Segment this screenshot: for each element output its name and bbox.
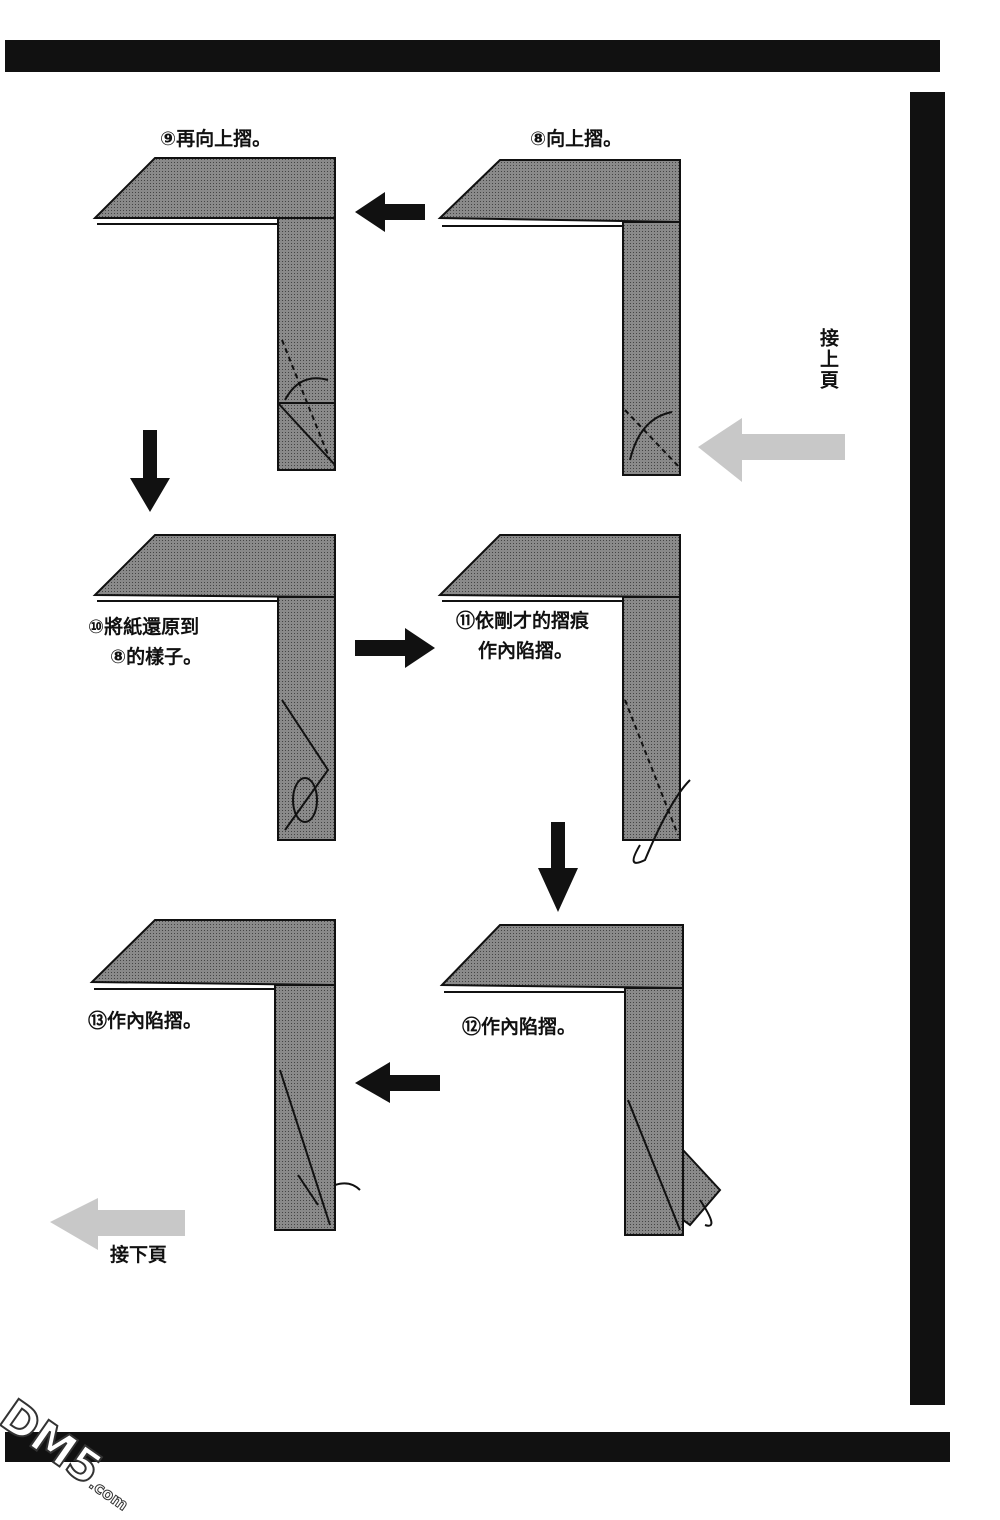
right-border-bar xyxy=(910,92,945,1405)
step-11-label: ⑪依剛才的摺痕作內陷摺。 xyxy=(456,610,590,662)
arrow-left-icon xyxy=(355,192,425,232)
arrow-down-icon xyxy=(130,430,170,512)
step-8-label: ⑧向上摺。 xyxy=(530,128,623,150)
step-9-figure xyxy=(92,157,336,471)
step-12-label: ⑫作內陷摺。 xyxy=(462,1016,577,1038)
arrow-right-icon xyxy=(355,628,435,668)
step-10-figure xyxy=(92,534,336,841)
continued-next-label: 接下頁 xyxy=(110,1244,168,1266)
step-8-figure xyxy=(437,159,681,476)
step-13-label: ⑬作內陷摺。 xyxy=(88,1010,203,1032)
step-11-figure xyxy=(437,534,691,864)
arrow-down-icon xyxy=(538,822,578,912)
arrow-left-icon xyxy=(355,1062,440,1103)
continued-from-arrow-icon xyxy=(698,418,845,482)
continued-next-arrow-icon xyxy=(50,1198,185,1250)
top-border-bar xyxy=(5,40,940,72)
step-13-figure xyxy=(89,919,361,1231)
bottom-border-bar xyxy=(5,1432,950,1462)
step-9-label: ⑨再向上摺。 xyxy=(160,128,272,150)
continued-from-label: 接上頁 xyxy=(817,328,839,391)
step-12-figure xyxy=(439,924,722,1236)
